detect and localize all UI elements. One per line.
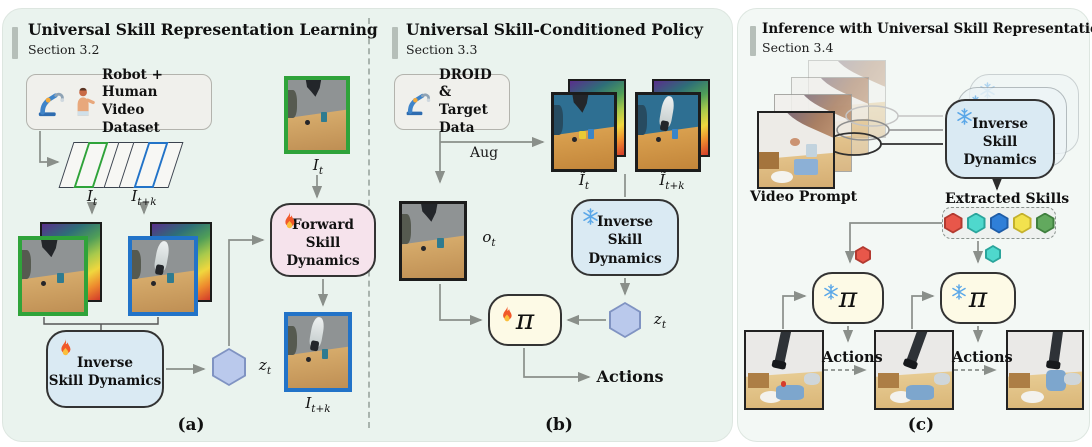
extracted-skills-label: Extracted Skills (945, 191, 1070, 207)
skill-hexagon-green (1035, 212, 1055, 234)
human-icon (73, 86, 95, 118)
panel-b-title: Universal Skill-Conditioned Policy (406, 20, 704, 39)
augmented-image-i-t (551, 92, 617, 172)
merge-connector (43, 317, 159, 330)
panel-c-section: Section 3.4 (762, 40, 834, 55)
label-i-t-plus-k-bottom: It+k (305, 394, 331, 415)
rollout-image-1 (744, 330, 824, 410)
panel-a-section: Section 3.2 (28, 42, 100, 57)
label-i-t: It (86, 187, 98, 208)
actions-label-b: Actions (596, 367, 664, 386)
skill-token-cyan (985, 245, 1001, 263)
policy-pi-label: π (838, 281, 858, 315)
policy-box-b: π (488, 294, 562, 346)
inverse-skill-dynamics-label: Inverse Skill Dynamics (48, 354, 162, 389)
flame-icon (499, 306, 515, 322)
snowflake-icon (951, 284, 967, 300)
robot-human-dataset-box: Robot + Human Video Dataset (26, 67, 212, 136)
droid-target-data-box: DROID & Target Data (394, 67, 510, 136)
aug-label: Aug (470, 145, 499, 161)
policy-pi-label: π (968, 281, 988, 315)
augmented-image-i-t-plus-k (635, 92, 701, 172)
label-o-t: ot (482, 228, 496, 249)
flame-icon (57, 339, 74, 356)
inverse-skill-dynamics-box-b: Inverse Skill Dynamics (571, 199, 679, 276)
dataset-label: Robot + Human Video Dataset (102, 66, 163, 136)
actions-label-c1: Actions (822, 349, 883, 366)
panel-c-title-bar (750, 26, 756, 56)
inverse-skill-dynamics-box-c: Inverse Skill Dynamics (945, 99, 1055, 179)
policy-box-c2: π (940, 272, 1016, 324)
label-z-t-a: zt (258, 356, 272, 377)
droid-dataset-label: DROID & Target Data (439, 66, 492, 136)
target-image-i-t (284, 76, 350, 154)
snowflake-icon (582, 208, 599, 225)
caption-c: (c) (907, 415, 935, 435)
video-lasso-connectors (826, 105, 943, 156)
observation-image-i-t-plus-k (128, 236, 198, 316)
caption-a: (a) (177, 415, 205, 435)
inverse-skill-dynamics-label: Inverse Skill Dynamics (963, 115, 1037, 169)
skill-hexagon-cyan (966, 212, 986, 234)
caption-b: (b) (545, 415, 573, 435)
panel-a-title-bar (12, 27, 18, 59)
panel-c-title: Inference with Universal Skill Represent… (762, 21, 1092, 37)
flame-icon (281, 212, 298, 229)
actions-label-c2: Actions (952, 349, 1013, 366)
inverse-skill-dynamics-label: Inverse Skill Dynamics (588, 214, 662, 267)
video-prompt-label: Video Prompt (750, 189, 858, 205)
panel-a-title: Universal Skill Representation Learning (28, 20, 378, 39)
skill-hexagon-blue (989, 212, 1009, 234)
robot-arm-icon (404, 87, 432, 117)
label-i-tilde-t: Ĩt (578, 171, 590, 192)
inverse-skill-dynamics-box-a: Inverse Skill Dynamics (46, 330, 164, 408)
snowflake-icon (823, 284, 839, 300)
label-i-tilde-t-plus-k: Ĩt+k (659, 171, 685, 192)
extracted-skills-strip (942, 207, 1056, 239)
skill-hexagon-yellow (1012, 212, 1032, 234)
snowflake-icon (956, 108, 973, 125)
forward-skill-dynamics-box: Forward Skill Dynamics (270, 203, 376, 277)
panel-b-section: Section 3.3 (406, 42, 478, 57)
video-prompt-image (757, 111, 835, 189)
rollout-image-2 (874, 330, 954, 410)
robot-arm-icon (36, 86, 66, 118)
gray-arrows (39, 131, 997, 383)
panel-b-title-bar (392, 27, 398, 59)
label-z-t-b: zt (653, 310, 667, 331)
label-i-t-top: It (312, 156, 324, 177)
label-i-t-plus-k: It+k (131, 187, 157, 208)
skill-token-red (855, 246, 871, 264)
policy-box-c1: π (812, 272, 884, 324)
predicted-image-i-t-plus-k (284, 312, 352, 392)
observation-image-i-t (18, 236, 88, 316)
rollout-image-3 (1006, 330, 1084, 410)
observation-image-o-t (399, 201, 467, 281)
policy-pi-label: π (515, 303, 535, 337)
forward-skill-dynamics-label: Forward Skill Dynamics (286, 216, 360, 270)
skill-hexagon-red (943, 212, 963, 234)
